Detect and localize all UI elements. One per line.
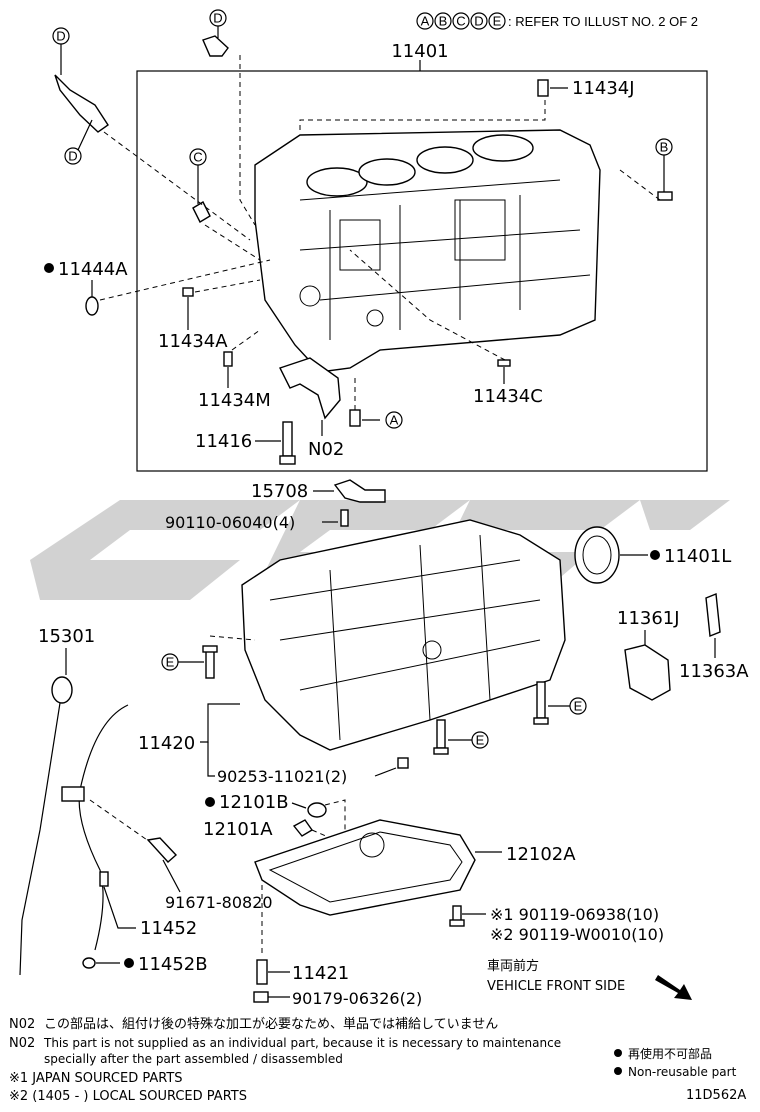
part-11434c: 11434C	[473, 386, 543, 407]
part-11434j: 11434J	[572, 78, 635, 99]
part-91671: 91671-80820	[165, 893, 273, 912]
part-12101b: 12101B	[219, 792, 289, 813]
note-n02-jp: この部品は、組付け後の特殊な加工が必要なため、単品では補給していません	[44, 1016, 498, 1032]
callout-d-1: D	[213, 11, 222, 26]
front-arrow-icon	[655, 975, 692, 1000]
legend-letter-a: A	[421, 14, 430, 29]
legend-letter-c: C	[456, 14, 465, 29]
cylinder-block	[254, 129, 601, 373]
part-11420: 11420	[138, 733, 195, 754]
part-11452b: 11452B	[138, 954, 208, 975]
small-parts-top	[54, 35, 673, 465]
callout-a: A	[390, 413, 399, 428]
callout-d-2: D	[56, 29, 65, 44]
callout-e-2: E	[574, 699, 583, 714]
part-n02: N02	[308, 439, 344, 460]
front-side-en: VEHICLE FRONT SIDE	[487, 979, 625, 994]
dashed-leaders-top	[99, 55, 661, 410]
part-11361j: 11361J	[617, 608, 680, 629]
oil-pan-lower	[254, 819, 476, 916]
part-11416: 11416	[195, 431, 252, 452]
note-n02-en: This part is not supplied as an individu…	[43, 1036, 561, 1050]
callout-e-1: E	[166, 655, 175, 670]
gasket	[705, 593, 721, 637]
callout-e-3: E	[476, 733, 485, 748]
illust-id: 11D562A	[686, 1088, 746, 1103]
part-11401: 11401	[391, 41, 448, 62]
part-12101a: 12101A	[203, 819, 273, 840]
part-15708: 15708	[251, 481, 308, 502]
cover	[624, 644, 671, 701]
callout-d-3: D	[68, 149, 77, 164]
note-local-sourced: ※2 (1405 - ) LOCAL SOURCED PARTS	[9, 1089, 247, 1104]
part-11452: 11452	[140, 918, 197, 939]
callout-b: B	[660, 140, 669, 155]
note-n02-en-2: specially after the part assembled / dis…	[44, 1052, 343, 1066]
part-90253: 90253-11021(2)	[217, 767, 347, 786]
oil-jet	[333, 479, 386, 503]
dipstick	[51, 676, 73, 704]
note-n02-code-en: N02	[9, 1036, 35, 1051]
part-11421: 11421	[292, 963, 349, 984]
note-n02-code-jp: N02	[9, 1017, 35, 1032]
part-90110: 90110-06040(4)	[165, 513, 295, 532]
note-japan-sourced: ※1 JAPAN SOURCED PARTS	[9, 1071, 183, 1086]
legend-letter-d: D	[474, 14, 483, 29]
nonreuse-marker-11444a	[44, 263, 54, 273]
part-90179: 90179-06326(2)	[292, 989, 422, 1008]
oil-seal	[574, 526, 620, 584]
part-11363a: 11363A	[679, 661, 749, 682]
legend-text: : REFER TO ILLUST NO. 2 OF 2	[508, 14, 698, 29]
part-15301: 15301	[38, 626, 95, 647]
callout-c: C	[193, 150, 202, 165]
legend-refer: A B C D E : REFER TO ILLUST NO. 2 OF 2	[416, 12, 698, 30]
part-90119-b: ※2 90119-W0010(10)	[490, 925, 664, 944]
legend-letter-e: E	[493, 14, 502, 29]
part-11434m: 11434M	[198, 390, 271, 411]
part-90119-a: ※1 90119-06938(10)	[490, 905, 659, 924]
front-side-jp: 車両前方	[487, 958, 539, 974]
nonreuse-jp: 再使用不可部品	[628, 1046, 712, 1061]
part-11444a: 11444A	[58, 259, 128, 280]
part-12102a: 12102A	[506, 844, 576, 865]
cylinder-block-frame	[136, 70, 708, 472]
legend-letter-b: B	[439, 14, 448, 29]
nonreuse-en: Non-reusable part	[628, 1065, 737, 1079]
oil-pan-upper	[241, 519, 566, 751]
part-11434a: 11434A	[158, 331, 228, 352]
part-11401l: 11401L	[664, 546, 731, 567]
dipstick-guide	[78, 704, 129, 951]
